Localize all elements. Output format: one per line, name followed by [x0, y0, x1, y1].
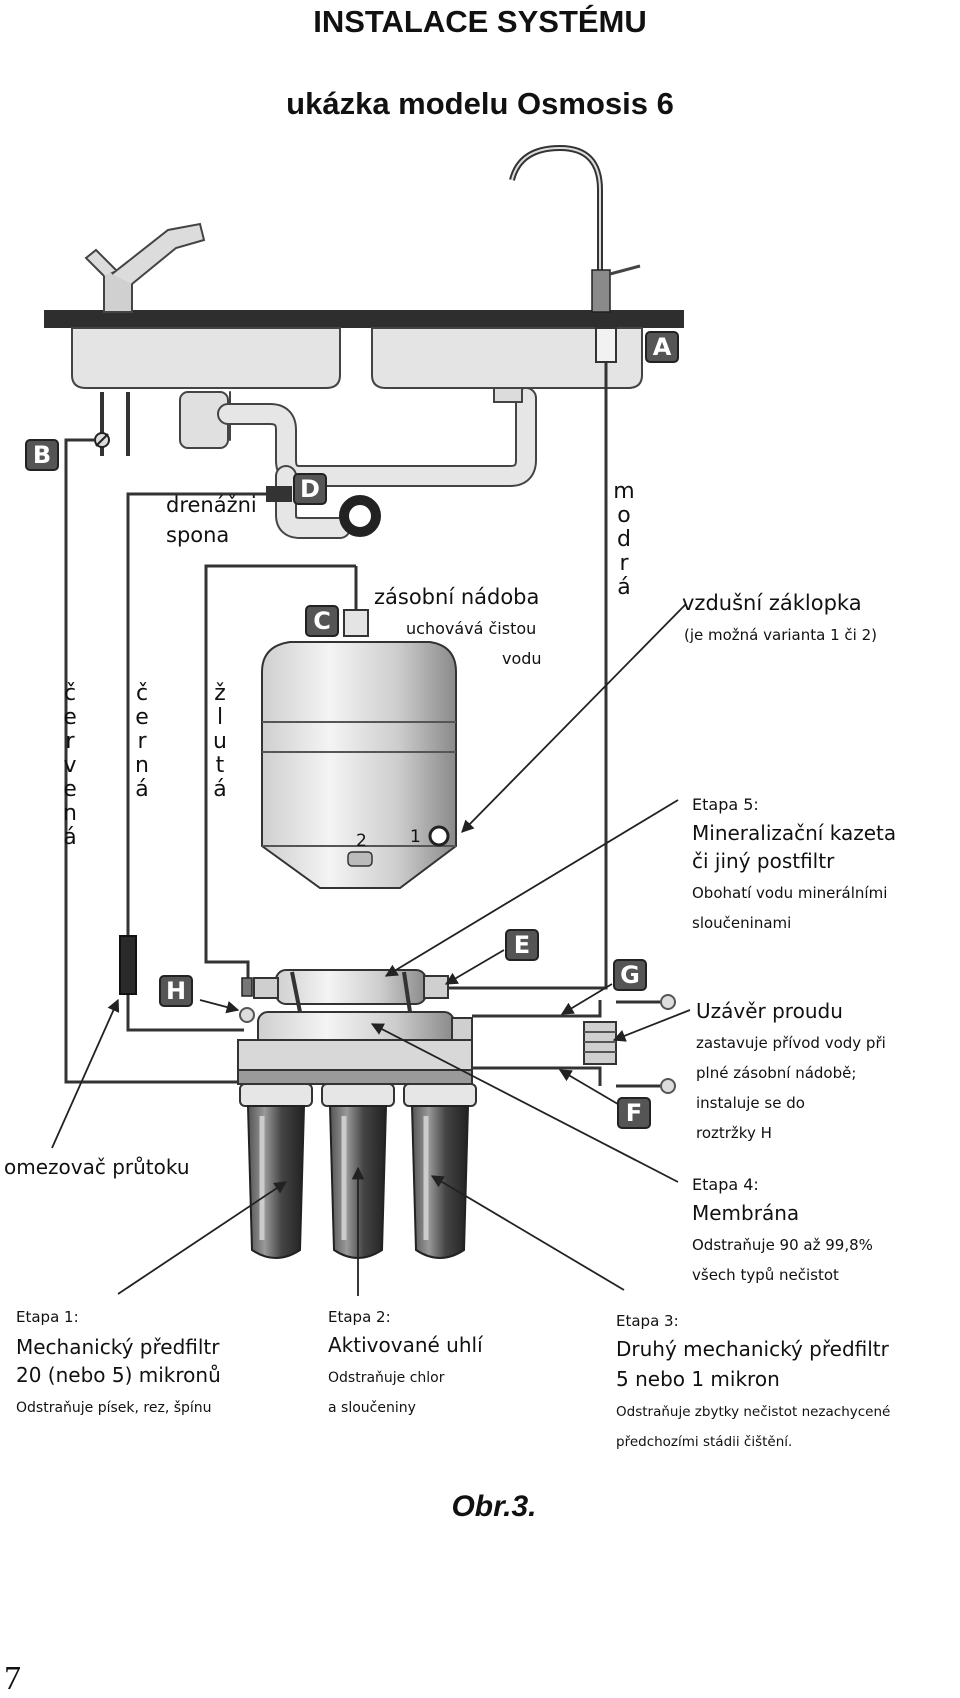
marker-e: E — [505, 929, 539, 961]
drain-pipe — [179, 387, 537, 539]
drain-clamp-label-1: drenážni — [166, 493, 257, 517]
tube-label-zluta: ž l u t á — [213, 681, 227, 802]
stage2-name-1: Aktivované uhlí — [328, 1333, 484, 1357]
svg-text:A: A — [653, 333, 672, 361]
tank-valve-icon — [239, 977, 255, 1023]
storage-tank: 2 1 — [261, 609, 457, 889]
drain-clamp-icon — [266, 486, 292, 502]
figure-caption: Obr.3. — [451, 1490, 537, 1523]
svg-text:č: č — [136, 681, 148, 706]
stage3-step: Etapa 3: — [616, 1312, 679, 1330]
shutoff-desc-1: zastavuje přívod vody při — [696, 1034, 886, 1052]
tube-label-cerna: č e r n á — [135, 681, 149, 802]
marker-b: B — [25, 439, 59, 471]
svg-text:á: á — [213, 777, 226, 802]
svg-text:r: r — [619, 551, 629, 576]
svg-text:m: m — [613, 479, 634, 504]
stage5-name-1: Mineralizační kazeta — [692, 821, 896, 845]
stage3-name-1: Druhý mechanický předfiltr — [616, 1337, 890, 1361]
svg-text:á: á — [135, 777, 148, 802]
svg-text:r: r — [137, 729, 147, 754]
page-title: INSTALACE SYSTÉMU — [313, 4, 647, 39]
page-subtitle: ukázka modelu Osmosis 6 — [286, 86, 674, 121]
svg-text:ž: ž — [214, 681, 226, 706]
stage3-name-2: 5 nebo 1 mikron — [616, 1367, 780, 1391]
svg-text:F: F — [626, 1099, 642, 1127]
svg-text:C: C — [313, 607, 331, 635]
svg-text:l: l — [217, 705, 223, 730]
shutoff-desc-2: plné zásobní nádobě; — [696, 1064, 856, 1082]
svg-text:D: D — [300, 475, 320, 503]
svg-text:e: e — [135, 705, 149, 730]
drain-clamp-label-2: spona — [166, 523, 229, 547]
shutoff-desc-4: roztržky H — [696, 1124, 772, 1142]
shutoff-valve — [472, 994, 676, 1094]
stage2-desc-2: a sloučeniny — [328, 1400, 416, 1416]
flow-restrictor-label: omezovač průtoku — [4, 1155, 190, 1179]
marker-a: A — [645, 331, 679, 363]
ro-faucet-icon — [509, 144, 641, 363]
tube-label-modra: m o d r á — [613, 479, 634, 600]
pointer-lines — [51, 603, 691, 1296]
kitchen-faucet-icon — [84, 222, 206, 313]
marker-f: F — [617, 1097, 651, 1129]
stage1-name-1: Mechanický předfiltr — [16, 1335, 220, 1359]
flow-restrictor-icon — [119, 935, 137, 995]
stage1-name-2: 20 (nebo 5) mikronů — [16, 1363, 221, 1387]
svg-text:u: u — [213, 729, 227, 754]
tank-title: zásobní nádoba — [374, 585, 539, 609]
svg-text:č: č — [64, 681, 76, 706]
shutoff-title: Uzávěr proudu — [696, 999, 843, 1023]
tank-port-1: 1 — [410, 827, 421, 847]
page-number: 7 — [4, 1660, 21, 1697]
svg-text:H: H — [166, 977, 186, 1005]
tank-desc-1: uchovává čistou — [406, 619, 536, 638]
svg-text:n: n — [63, 801, 77, 826]
stage5-desc-2: sloučeninami — [692, 914, 791, 932]
marker-h: H — [159, 975, 193, 1007]
filter-unit — [237, 969, 477, 1259]
shutoff-desc-3: instaluje se do — [696, 1094, 805, 1112]
air-valve-title: vzdušní záklopka — [682, 591, 862, 615]
stage5-desc-1: Obohatí vodu minerálními — [692, 884, 887, 902]
stage1-desc-1: Odstraňuje písek, rez, špínu — [16, 1400, 212, 1416]
stage2-step: Etapa 2: — [328, 1308, 391, 1326]
stage4-desc-1: Odstraňuje 90 až 99,8% — [692, 1236, 873, 1254]
svg-text:n: n — [135, 753, 149, 778]
marker-c: C — [305, 605, 339, 637]
stage4-name: Membrána — [692, 1201, 799, 1225]
svg-text:G: G — [620, 961, 640, 989]
tank-port-2: 2 — [356, 831, 367, 851]
stage2-desc-1: Odstraňuje chlor — [328, 1370, 445, 1386]
stage5-step: Etapa 5: — [692, 795, 759, 814]
svg-text:o: o — [617, 503, 630, 528]
stage4-step: Etapa 4: — [692, 1175, 759, 1194]
svg-text:r: r — [65, 729, 75, 754]
stage1-step: Etapa 1: — [16, 1308, 79, 1326]
svg-text:v: v — [63, 753, 76, 778]
svg-text:B: B — [33, 441, 51, 469]
tube-label-cervena: č e r v e n á — [63, 681, 77, 850]
marker-d: D — [293, 473, 327, 505]
svg-text:e: e — [63, 777, 77, 802]
svg-text:t: t — [216, 753, 225, 778]
stage4-desc-2: všech typů nečistot — [692, 1266, 839, 1284]
stage3-desc-2: předchozími stádii čištění. — [616, 1434, 792, 1450]
sink — [44, 310, 684, 389]
air-valve-note: (je možná varianta 1 či 2) — [684, 626, 877, 644]
svg-text:á: á — [617, 575, 630, 600]
svg-text:E: E — [514, 931, 530, 959]
svg-text:e: e — [63, 705, 77, 730]
svg-text:á: á — [63, 825, 76, 850]
feed-valve — [94, 392, 130, 456]
stage3-desc-1: Odstraňuje zbytky nečistot nezachycené — [616, 1404, 890, 1420]
stage5-name-2: či jiný postfiltr — [692, 849, 835, 873]
svg-text:d: d — [617, 527, 631, 552]
tank-desc-2: vodu — [502, 649, 542, 668]
marker-g: G — [613, 959, 647, 991]
